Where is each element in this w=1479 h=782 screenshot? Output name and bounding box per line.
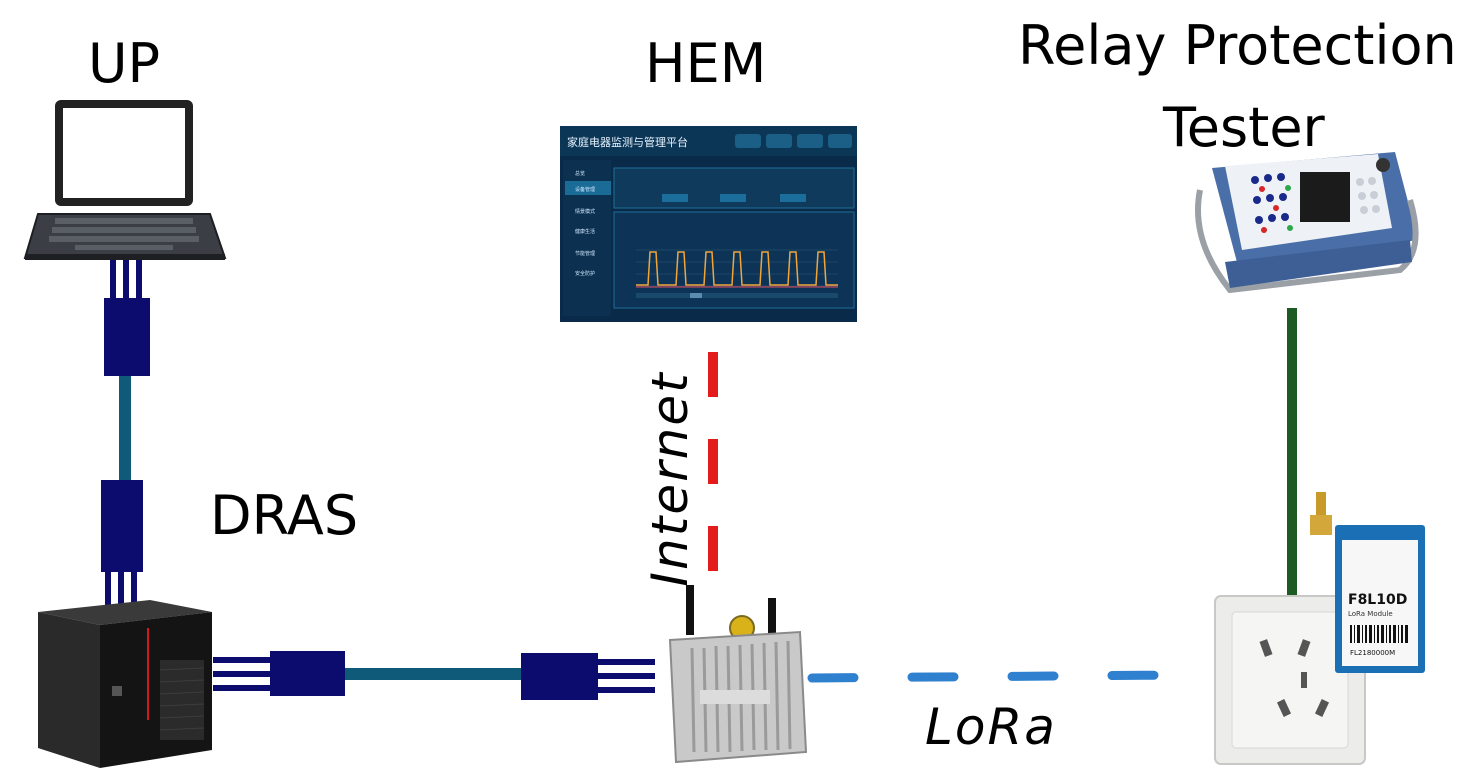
hem-screen-icon: 家庭电器监测与管理平台 总览 设备管理 情景模式 健康生活 节能管理 安全防护 bbox=[560, 126, 857, 322]
hem-menu-item: 总览 bbox=[575, 170, 585, 177]
hem-menu-item: 情景模式 bbox=[575, 208, 595, 215]
lora-module-icon: F8L10D LoRa Module FL2180000M bbox=[1310, 492, 1425, 673]
label-relay-line2: Tester bbox=[1163, 96, 1325, 159]
label-up: UP bbox=[88, 32, 161, 95]
lora-module-subtitle: LoRa Module bbox=[1348, 610, 1393, 618]
label-hem: HEM bbox=[645, 32, 767, 95]
label-dras: DRAS bbox=[210, 484, 359, 547]
dras-gateway-cable bbox=[213, 651, 655, 700]
label-relay-line1: Relay Protection bbox=[1018, 14, 1457, 77]
gateway-icon bbox=[668, 585, 808, 764]
laptop-dras-cable bbox=[101, 240, 150, 612]
laptop-icon bbox=[23, 100, 227, 260]
lora-module-serial: FL2180000M bbox=[1350, 649, 1395, 657]
label-internet: Internet bbox=[641, 371, 699, 587]
hem-screen-title: 家庭电器监测与管理平台 bbox=[567, 135, 688, 149]
lora-module-model: F8L10D bbox=[1348, 592, 1407, 608]
hem-menu-item: 节能管理 bbox=[575, 250, 595, 257]
power-socket-icon bbox=[1214, 595, 1366, 765]
server-tower-icon bbox=[38, 600, 212, 768]
relay-tester-icon bbox=[1195, 152, 1419, 294]
lora-link bbox=[807, 670, 1185, 683]
hem-menu-item: 设备管理 bbox=[575, 186, 595, 193]
label-lora: LoRa bbox=[925, 698, 1057, 756]
hem-menu-item: 安全防护 bbox=[575, 270, 595, 277]
hem-menu-item: 健康生活 bbox=[575, 228, 595, 235]
